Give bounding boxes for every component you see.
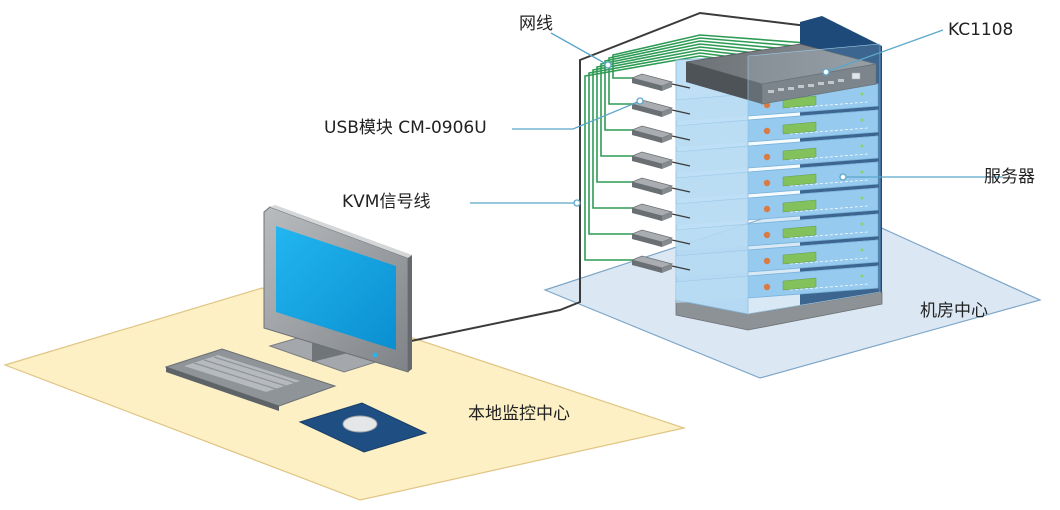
rack-front-glass bbox=[747, 43, 881, 315]
server-status-led bbox=[763, 127, 771, 135]
usb-module bbox=[630, 255, 691, 273]
kvm-switch-ports bbox=[768, 79, 844, 93]
leader-lines bbox=[470, 29, 1003, 207]
server-display bbox=[782, 173, 817, 187]
server-status-led bbox=[763, 153, 771, 161]
server-display bbox=[782, 147, 817, 161]
mouse-pad bbox=[298, 402, 428, 453]
label-usb-module: USB模块 CM-0906U bbox=[324, 118, 487, 138]
usb-module bbox=[630, 151, 691, 169]
server-display bbox=[782, 225, 817, 239]
local-console-zone bbox=[3, 287, 687, 501]
label-local-console: 本地监控中心 bbox=[468, 404, 570, 424]
usb-module bbox=[630, 73, 691, 91]
monitor-power-led bbox=[372, 352, 378, 358]
server-display bbox=[782, 251, 817, 265]
server-status-led bbox=[763, 257, 771, 265]
monitor-screen bbox=[276, 226, 396, 350]
server-unit bbox=[675, 161, 879, 199]
usb-module bbox=[630, 203, 691, 221]
keyboard bbox=[164, 348, 337, 411]
label-network-cable: 网线 bbox=[519, 14, 553, 34]
leader-usb-module bbox=[512, 100, 641, 130]
server-unit bbox=[675, 135, 879, 173]
kvm-signal-cable bbox=[410, 11, 841, 342]
label-kvm-switch: KC1108 bbox=[948, 20, 1014, 40]
server-status-led bbox=[763, 179, 771, 187]
server-unit bbox=[675, 187, 879, 225]
server-status-led bbox=[763, 205, 771, 213]
leader-kvm-switch bbox=[825, 29, 944, 73]
usb-module bbox=[630, 177, 691, 195]
server-status-led bbox=[763, 283, 771, 291]
server-unit bbox=[675, 109, 879, 147]
mouse bbox=[342, 415, 378, 433]
server-display bbox=[782, 121, 817, 135]
server-unit bbox=[675, 239, 879, 277]
usb-module bbox=[630, 229, 691, 247]
leader-network-cable bbox=[550, 32, 609, 66]
servers bbox=[675, 83, 879, 303]
kvm-switch-button-icon bbox=[851, 72, 861, 80]
label-servers: 服务器 bbox=[984, 167, 1035, 187]
usb-module bbox=[630, 125, 691, 143]
server-rack bbox=[675, 16, 883, 331]
server-status-led bbox=[763, 231, 771, 239]
server-display bbox=[782, 277, 817, 291]
label-machine-room: 机房中心 bbox=[920, 301, 988, 321]
label-kvm-cable: KVM信号线 bbox=[342, 192, 431, 212]
kvm-switch-kc1108 bbox=[685, 43, 877, 105]
server-unit bbox=[675, 265, 879, 303]
monitor bbox=[263, 205, 412, 373]
server-display bbox=[782, 199, 817, 213]
